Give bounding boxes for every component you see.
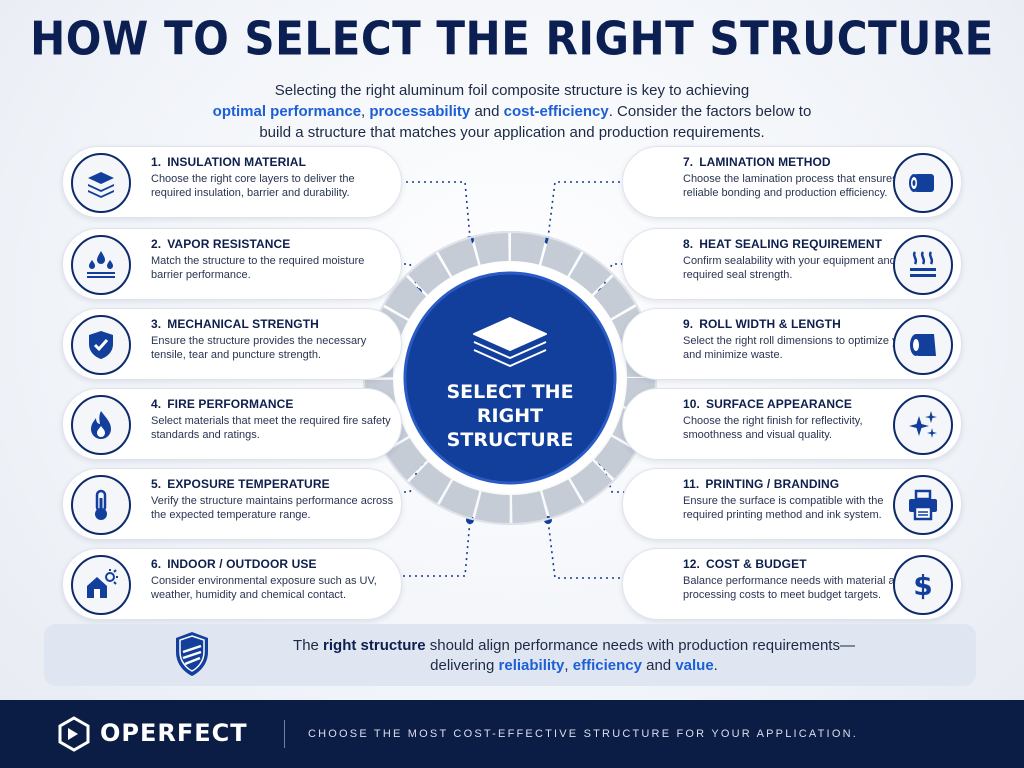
summary-part: should align performance needs with prod… — [425, 637, 855, 654]
summary-emphasis: right structure — [323, 637, 426, 654]
factor-title: COST & BUDGET — [705, 557, 807, 571]
factor-description: Ensure the structure provides the necess… — [151, 335, 367, 361]
factor-number: 12. — [683, 557, 700, 571]
factor-number: 4. — [151, 397, 162, 411]
intro-line-3: build a structure that matches your appl… — [259, 124, 765, 141]
factor-card-printing: 11. PRINTING / BRANDING Ensure the surfac… — [622, 468, 962, 540]
summary-text: The right structure should align perform… — [274, 636, 874, 676]
factor-number: 1. — [151, 155, 162, 169]
factor-card-cost: 12. COST & BUDGET Balance performance nee… — [622, 548, 962, 620]
intro-highlight-performance: optimal performance — [212, 103, 362, 120]
summary-highlight-efficiency: efficiency — [572, 657, 642, 674]
factor-title: HEAT SEALING REQUIREMENT — [699, 237, 883, 251]
factor-number: 3. — [151, 317, 162, 331]
factor-title: VAPOR RESISTANCE — [167, 237, 291, 251]
outer-ring — [363, 231, 657, 525]
factor-card-insulation: 1. INSULATION MATERIAL Choose the right c… — [62, 146, 402, 218]
factor-card-roll-width: 9. ROLL WIDTH & LENGTH Select the right r… — [622, 308, 962, 380]
brand-band: OPERFECT CHOOSE THE MOST COST-EFFECTIVE … — [0, 700, 1024, 768]
factor-title: EXPOSURE TEMPERATURE — [167, 477, 330, 491]
factor-card-mechanical: 3. MECHANICAL STRENGTH Ensure the structu… — [62, 308, 402, 380]
center-layers-icon — [473, 317, 547, 367]
summary-highlight-value: value — [675, 657, 714, 674]
intro-line-2-rest: . Consider the factors below to — [608, 103, 812, 120]
brand-tagline: CHOOSE THE MOST COST-EFFECTIVE STRUCTURE… — [308, 728, 858, 740]
water-drops-icon — [71, 235, 131, 295]
roll-sheet-icon — [893, 315, 953, 375]
thermometer-icon — [71, 475, 131, 535]
brand-name: OPERFECT — [100, 719, 248, 747]
factor-title: PRINTING / BRANDING — [705, 477, 840, 491]
center-label: SELECT THE RIGHT STRUCTURE — [430, 380, 590, 452]
factor-description: Balance performance needs with material … — [683, 575, 907, 601]
center-label-line-3: STRUCTURE — [446, 429, 574, 451]
factor-number: 5. — [151, 477, 162, 491]
factor-title: MECHANICAL STRENGTH — [167, 317, 319, 331]
factor-description: Ensure the surface is compatible with th… — [683, 495, 884, 521]
heat-waves-icon — [893, 235, 953, 295]
factor-number: 7. — [683, 155, 694, 169]
factor-title: ROLL WIDTH & LENGTH — [699, 317, 841, 331]
factor-description: Consider environmental exposure such as … — [151, 575, 377, 601]
factor-number: 9. — [683, 317, 694, 331]
factor-description: Verify the structure maintains performan… — [151, 495, 394, 521]
factor-description: Choose the lamination process that ensur… — [683, 173, 898, 199]
factor-description: Confirm sealability with your equipment … — [683, 255, 915, 281]
sparkle-icon — [893, 395, 953, 455]
intro-separator: , — [361, 103, 370, 120]
factor-title: INSULATION MATERIAL — [167, 155, 306, 169]
factor-description: Select the right roll dimensions to opti… — [683, 335, 915, 361]
factor-number: 2. — [151, 237, 162, 251]
factor-description: Choose the right finish for reflectivity… — [683, 415, 863, 441]
center-label-line-1: SELECT THE — [446, 381, 574, 403]
factor-title: INDOOR / OUTDOOR USE — [167, 557, 317, 571]
factor-number: 11. — [683, 477, 700, 491]
page-title: HOW TO SELECT THE RIGHT STRUCTURE — [30, 11, 994, 66]
factor-number: 10. — [683, 397, 700, 411]
intro-highlight-processability: processability — [369, 103, 471, 120]
printer-icon — [893, 475, 953, 535]
intro-line-1: Selecting the right aluminum foil compos… — [274, 82, 750, 99]
factor-number: 6. — [151, 557, 162, 571]
summary-part: The — [293, 637, 324, 654]
summary-part: . — [713, 657, 718, 674]
factor-card-surface: 10. SURFACE APPEARANCE Choose the right f… — [622, 388, 962, 460]
factor-title: SURFACE APPEARANCE — [705, 397, 853, 411]
shield-stripes-icon — [176, 632, 208, 676]
factor-card-vapor: 2. VAPOR RESISTANCE Match the structure t… — [62, 228, 402, 300]
factor-title: LAMINATION METHOD — [699, 155, 831, 169]
band-divider — [284, 720, 285, 748]
intro-paragraph: Selecting the right aluminum foil compos… — [200, 80, 824, 143]
factor-title: FIRE PERFORMANCE — [167, 397, 294, 411]
factor-description: Choose the right core layers to deliver … — [151, 173, 355, 199]
factor-card-temperature: 5. EXPOSURE TEMPERATURE Verify the struct… — [62, 468, 402, 540]
summary-part: , — [564, 657, 573, 674]
svg-text:$: $ — [913, 569, 932, 602]
factor-number: 8. — [683, 237, 694, 251]
factor-description: Match the structure to the required mois… — [151, 255, 365, 281]
factor-card-indoor-outdoor: 6. INDOOR / OUTDOOR USE Consider environm… — [62, 548, 402, 620]
summary-part: and — [641, 657, 676, 674]
summary-part: delivering — [430, 657, 499, 674]
center-disc-highlight — [403, 271, 617, 485]
roll-icon — [893, 153, 953, 213]
factor-card-fire: 4. FIRE PERFORMANCE Select materials that… — [62, 388, 402, 460]
center-disc — [405, 273, 615, 483]
shield-check-icon — [71, 315, 131, 375]
dollar-icon: $ — [893, 555, 953, 615]
flame-icon — [71, 395, 131, 455]
factor-card-lamination: 7. LAMINATION METHOD Choose the laminatio… — [622, 146, 962, 218]
factor-description: Select materials that meet the required … — [151, 415, 391, 441]
intro-and: and — [470, 103, 504, 120]
layers-icon — [71, 153, 131, 213]
factor-card-heat-sealing: 8. HEAT SEALING REQUIREMENT Confirm seala… — [622, 228, 962, 300]
summary-highlight-reliability: reliability — [498, 657, 565, 674]
house-sun-icon — [71, 555, 131, 615]
brand-logo-icon — [58, 716, 90, 752]
center-label-line-2: RIGHT — [476, 405, 544, 427]
intro-highlight-cost: cost-efficiency — [503, 103, 609, 120]
summary-box: The right structure should align perform… — [44, 624, 976, 686]
